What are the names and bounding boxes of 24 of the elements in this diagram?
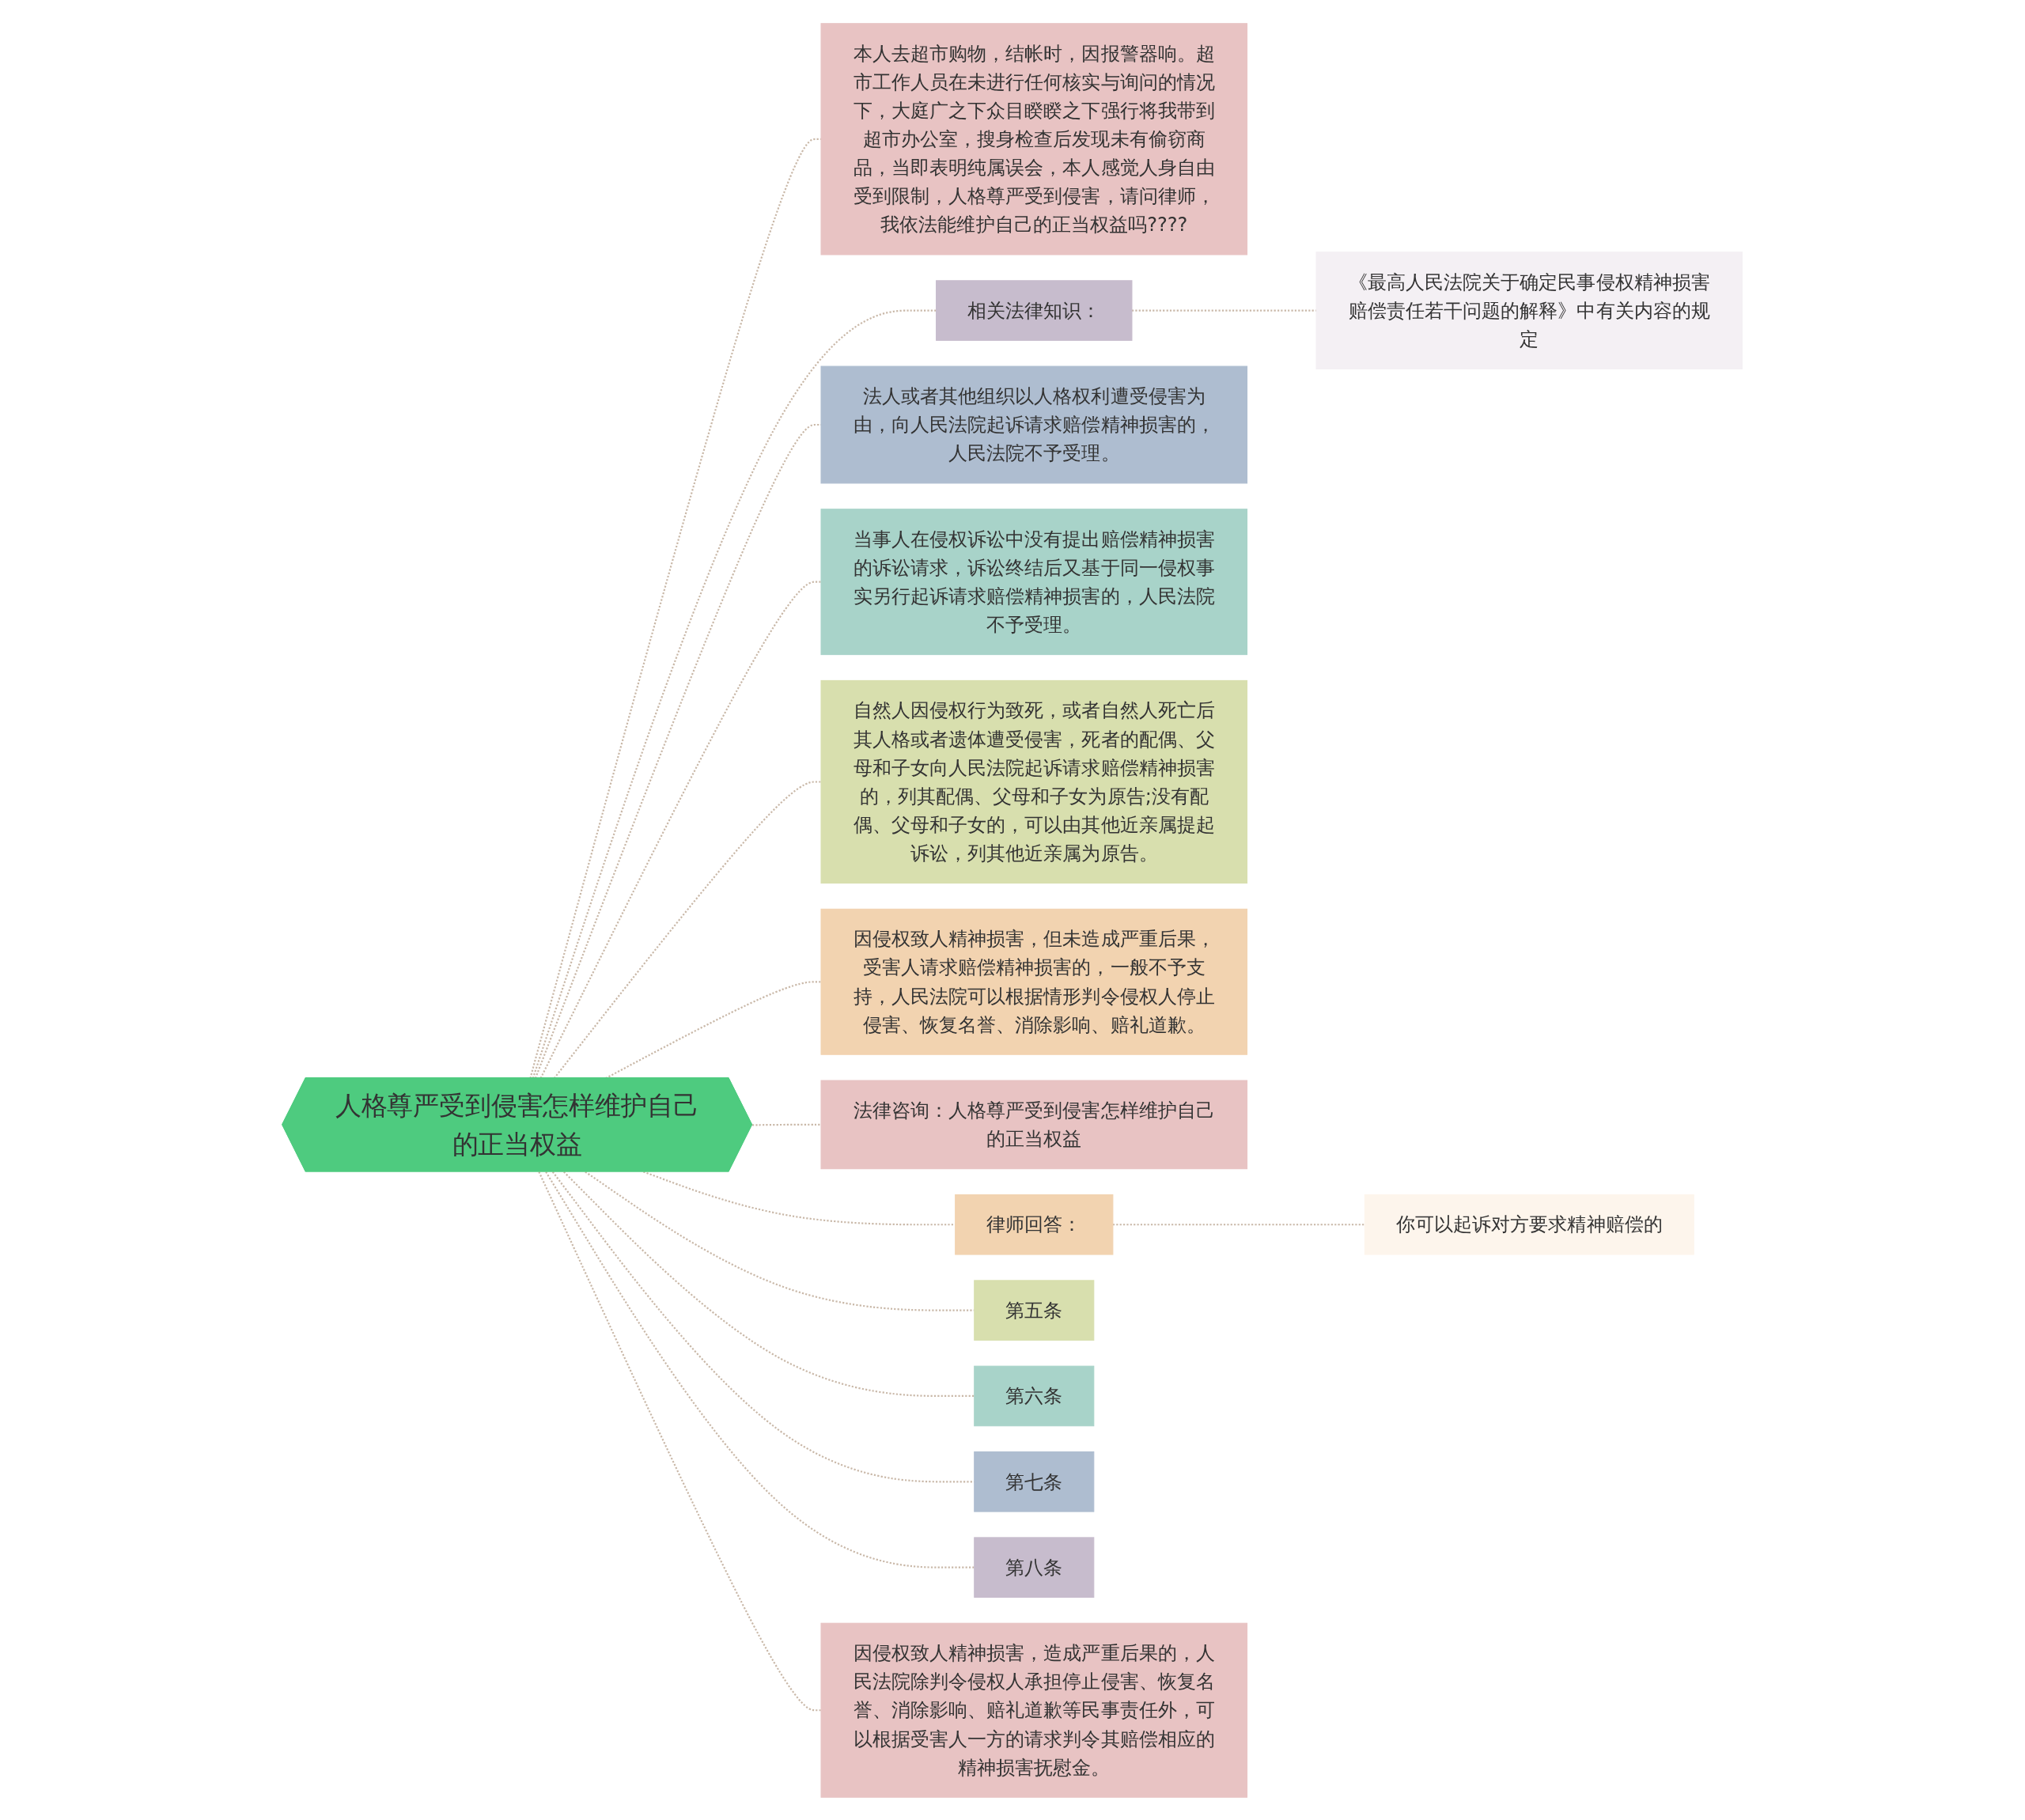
connector — [563, 1171, 975, 1397]
connector — [752, 1123, 822, 1126]
connector — [529, 138, 822, 1079]
connector — [552, 1171, 975, 1482]
node-box: 法人或者其他组织以人格权利遭受侵害为由，向人民法院起诉请求赔偿精神损害的，人民法院不予受理。 — [820, 365, 1248, 483]
node-box: 自然人因侵权行为致死，或者自然人死亡后其人格或者遗体遭受侵害，死者的配偶、父母和子女向人民法院起诉请求赔偿精神损害的，列其配偶、父母和子女为原告;没有配偶、父母和子女的，可以由其他近亲属提起诉讼，列其他近亲属为原告。 — [820, 679, 1248, 884]
node-box: 第五条 — [974, 1279, 1095, 1341]
node-box: 律师回答： — [955, 1194, 1114, 1255]
connector — [538, 1171, 822, 1711]
node-box: 本人去超市购物，结帐时，因报警器响。超市工作人员在未进行任何核实与询问的情况下，大庭广之下众目睽睽之下强行将我带到超市办公室，搜身检查后发现未有偷窃商品，当即表明纯属误会，本人感觉人身自由受到限制，人格尊严受到侵害，请问律师，我依法能维护自己的正当权益吗???? — [820, 22, 1248, 255]
node-box: 《最高人民法院关于确定民事侵权精神损害赔偿责任若干问题的解释》中有关内容的规定 — [1315, 251, 1743, 369]
node-box: 因侵权致人精神损害，但未造成严重后果，受害人请求赔偿精神损害的，一般不予支持，人民法院可以根据情形判令侵权人停止侵害、恢复名誉、消除影响、赔礼道歉。 — [820, 908, 1248, 1055]
node-box: 因侵权致人精神损害，造成严重后果的，人民法院除判令侵权人承担停止侵害、恢复名誉、消除影响、赔礼道歉等民事责任外，可以根据受害人一方的请求判令其赔偿相应的精神损害抚慰金。 — [820, 1622, 1248, 1798]
node-box: 第八条 — [974, 1536, 1095, 1598]
connector — [539, 581, 822, 1079]
connector — [545, 1171, 975, 1568]
node-box: 相关法律知识： — [936, 279, 1133, 341]
connector — [554, 780, 822, 1079]
node-box: 当事人在侵权诉讼中没有提出赔偿精神损害的诉讼请求，诉讼终结后又基于同一侵权事实另行起诉请求赔偿精神损害的，人民法院不予受理。 — [820, 508, 1248, 655]
connector — [535, 423, 822, 1079]
node-box: 第七条 — [974, 1451, 1095, 1512]
node-box: 第六条 — [974, 1365, 1095, 1426]
node-box: 法律咨询：人格尊严受到侵害怎样维护自己的正当权益 — [820, 1080, 1248, 1169]
node-box: 你可以起诉对方要求精神赔偿的 — [1365, 1194, 1695, 1255]
